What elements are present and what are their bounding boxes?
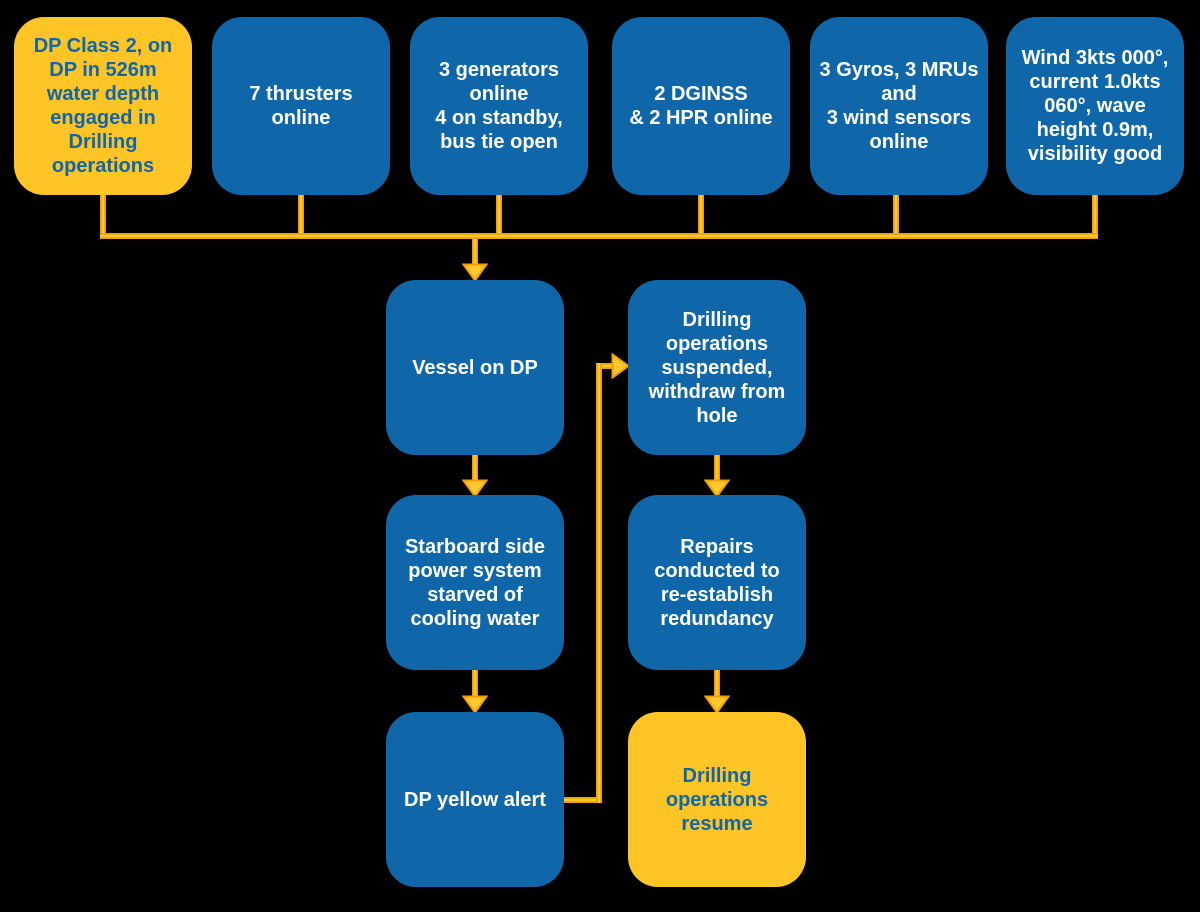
node-drilling-suspended: Drilling operations suspended, withdraw … [628, 280, 806, 455]
node-gyros-mrus-wind-sensors: 3 Gyros, 3 MRUs and 3 wind sensors onlin… [810, 17, 988, 195]
node-weather-conditions: Wind 3kts 000°, current 1.0kts 060°, wav… [1006, 17, 1184, 195]
node-dp-class-2-start: DP Class 2, on DP in 526m water depth en… [14, 17, 192, 195]
arrowhead-down-icon [704, 695, 730, 714]
connector-starboard-to-alert [472, 670, 478, 698]
connector-repairs-to-resume [714, 670, 720, 698]
connector-horizontal-bus [100, 233, 1098, 239]
arrowhead-down-icon [462, 479, 488, 498]
connector-alert-elbow-top [602, 363, 614, 369]
arrowhead-down-icon [704, 479, 730, 498]
connector-stub-start [100, 195, 106, 239]
connector-stub-sensors [893, 195, 899, 239]
connector-stub-weather [1092, 195, 1098, 239]
connector-stub-generators [496, 195, 502, 239]
connector-alert-elbow-vertical [596, 363, 602, 803]
node-generators-online: 3 generators online 4 on standby, bus ti… [410, 17, 588, 195]
node-drilling-resume: Drilling operations resume [628, 712, 806, 887]
node-vessel-on-dp: Vessel on DP [386, 280, 564, 455]
node-dp-yellow-alert: DP yellow alert [386, 712, 564, 887]
node-thrusters-online: 7 thrusters online [212, 17, 390, 195]
connector-alert-elbow-bottom [564, 797, 602, 803]
node-repairs-conducted: Repairs conducted to re-establish redund… [628, 495, 806, 670]
arrowhead-down-icon [462, 263, 488, 282]
connector-bus-to-vessel [472, 239, 478, 265]
connector-stub-dginss [698, 195, 704, 239]
arrowhead-right-icon [611, 353, 630, 379]
connector-suspended-to-repairs [714, 455, 720, 481]
arrowhead-down-icon [462, 695, 488, 714]
connector-stub-thrusters [298, 195, 304, 239]
node-dginss-hpr-online: 2 DGINSS & 2 HPR online [612, 17, 790, 195]
connector-vessel-to-starboard [472, 455, 478, 481]
node-starboard-power-starved: Starboard side power system starved of c… [386, 495, 564, 670]
